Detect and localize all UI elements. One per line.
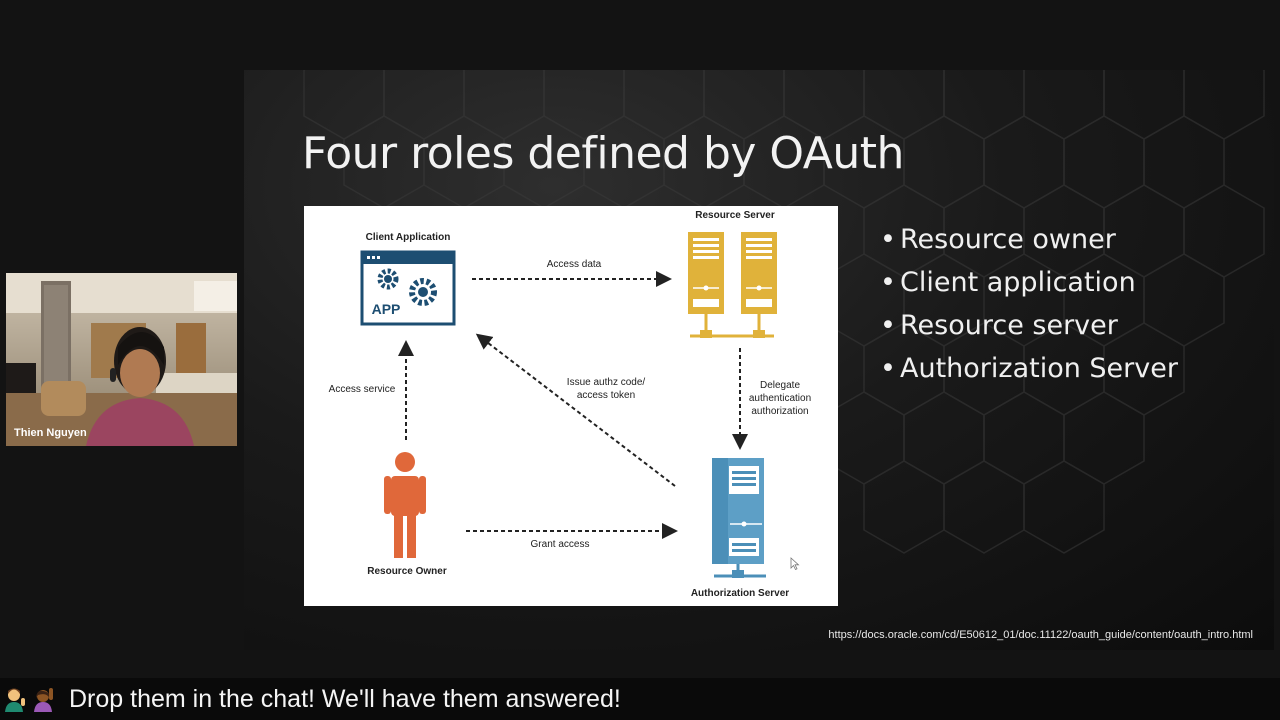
chat-banner: Drop them in the chat! We'll have them a… xyxy=(0,678,1280,720)
client-application-label: Client Application xyxy=(365,232,451,243)
delegate-label-line3: authorization xyxy=(751,406,809,417)
issue-token-label-line2: access token xyxy=(576,390,636,401)
bullet-text: Client application xyxy=(900,267,1136,298)
source-url: https://docs.oracle.com/cd/E50612_01/doc… xyxy=(828,629,1253,641)
bullet-item: •Client application xyxy=(880,261,1178,304)
person-raising-hand-icon xyxy=(34,688,53,712)
slide-title: Four roles defined by OAuth xyxy=(302,128,904,179)
bullet-item: •Authorization Server xyxy=(880,347,1178,390)
bullet-dot: • xyxy=(880,310,896,341)
bullet-dot: • xyxy=(880,267,896,298)
person-tipping-hand-icon xyxy=(5,688,25,712)
resource-owner-label: Resource Owner xyxy=(367,566,447,577)
grant-access-label: Grant access xyxy=(530,539,590,550)
bullet-item: •Resource server xyxy=(880,304,1178,347)
resource-owner-icon xyxy=(384,452,426,558)
access-data-label: Access data xyxy=(546,259,602,270)
resource-server-icon xyxy=(688,232,777,338)
bullet-text: Authorization Server xyxy=(900,353,1178,384)
issue-token-arrow xyxy=(475,333,676,487)
oauth-roles-diagram: Client Application APP Resource Server A… xyxy=(304,206,838,606)
delegate-label-line1: Delegate xyxy=(759,380,801,391)
bullet-text: Resource server xyxy=(900,310,1118,341)
hexagon-background xyxy=(303,70,1265,554)
client-app-icon xyxy=(360,250,456,326)
diagram-graphics xyxy=(360,232,800,578)
bullet-item: •Resource owner xyxy=(880,218,1178,261)
webcam-scene xyxy=(6,273,237,446)
chat-banner-message: Drop them in the chat! We'll have them a… xyxy=(69,685,621,713)
bullet-text: Resource owner xyxy=(900,224,1116,255)
mouse-cursor-icon xyxy=(790,557,800,571)
authorization-server-label: Authorization Server xyxy=(690,588,790,599)
issue-token-label-line1: Issue authz code/ xyxy=(566,377,646,388)
bullet-dot: • xyxy=(880,224,896,255)
access-service-label: Access service xyxy=(328,384,396,395)
delegate-label-line2: authentication xyxy=(748,393,812,404)
authorization-server-icon xyxy=(712,458,766,578)
participant-name: Thien Nguyen xyxy=(14,427,87,439)
bullet-dot: • xyxy=(880,353,896,384)
app-badge-label: APP xyxy=(371,301,401,317)
bullet-list: •Resource owner •Client application •Res… xyxy=(880,218,1178,390)
participant-video-tile[interactable]: Thien Nguyen xyxy=(6,273,237,446)
resource-server-label: Resource Server xyxy=(695,210,775,221)
